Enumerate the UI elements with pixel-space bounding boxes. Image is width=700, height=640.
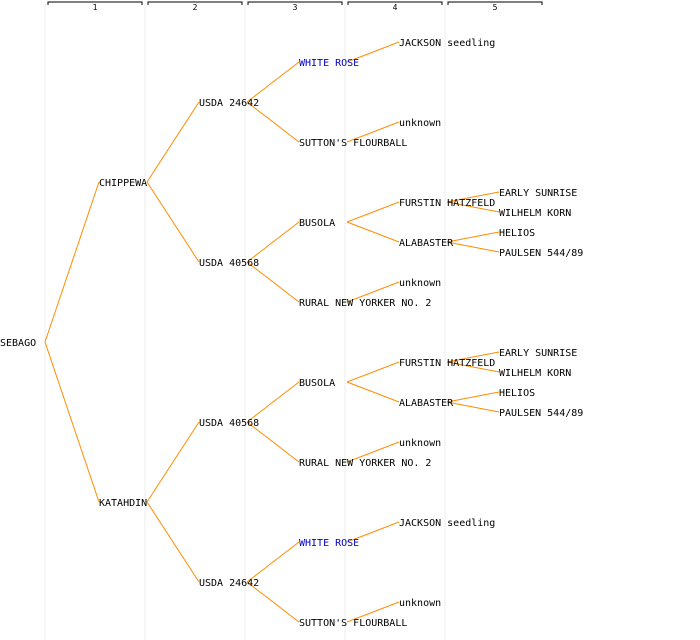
pedigree-node-early_a[interactable]: EARLY SUNRISE	[499, 188, 577, 199]
pedigree-edges	[44, 41, 500, 623]
pedigree-node-helios_a[interactable]: HELIOS	[499, 228, 535, 239]
pedigree-edge	[246, 101, 300, 143]
pedigree-edge	[446, 231, 500, 243]
pedigree-edge	[446, 401, 500, 413]
pedigree-edge	[346, 441, 400, 463]
pedigree-node-katahdin[interactable]: KATAHDIN	[99, 498, 147, 509]
pedigree-edge	[346, 201, 400, 223]
pedigree-node-rny_a[interactable]: RURAL NEW YORKER NO. 2	[299, 298, 431, 309]
pedigree-edge	[446, 361, 500, 373]
pedigree-node-unknown_c[interactable]: unknown	[399, 438, 441, 449]
pedigree-edge	[346, 41, 400, 63]
pedigree-node-alabaster_b[interactable]: ALABASTER	[399, 398, 454, 409]
pedigree-node-usda40568b[interactable]: USDA 40568	[199, 418, 259, 429]
pedigree-node-paulsen_b[interactable]: PAULSEN 544/89	[499, 408, 583, 419]
generation-bracket	[147, 1, 243, 5]
pedigree-node-early_b[interactable]: EARLY SUNRISE	[499, 348, 577, 359]
pedigree-edge	[146, 101, 200, 183]
pedigree-edge	[446, 191, 500, 203]
pedigree-edge	[346, 361, 400, 383]
pedigree-edge	[446, 391, 500, 403]
pedigree-edge	[246, 421, 300, 463]
pedigree-node-rny_b[interactable]: RURAL NEW YORKER NO. 2	[299, 458, 431, 469]
generation-bracket	[247, 1, 343, 5]
pedigree-node-unknown_b[interactable]: unknown	[399, 278, 441, 289]
pedigree-edge	[346, 521, 400, 543]
pedigree-node-usda24642b[interactable]: USDA 24642	[199, 578, 259, 589]
generation-bracket	[347, 1, 443, 5]
generation-number: 2	[193, 3, 198, 12]
pedigree-edge	[346, 221, 400, 243]
pedigree-node-helios_b[interactable]: HELIOS	[499, 388, 535, 399]
pedigree-edge	[446, 241, 500, 253]
pedigree-edge	[146, 501, 200, 583]
generation-header: 1 2 3 4 5	[47, 1, 543, 12]
pedigree-edge	[246, 61, 300, 103]
pedigree-node-furstin_a[interactable]: FURSTIN HATZFELD	[399, 198, 495, 209]
generation-number: 1	[93, 3, 98, 12]
pedigree-edge	[246, 221, 300, 263]
pedigree-node-wilhelm_a[interactable]: WILHELM KORN	[499, 208, 571, 219]
pedigree-edge	[246, 541, 300, 583]
pedigree-node-usda40568a[interactable]: USDA 40568	[199, 258, 259, 269]
generation-bracket	[447, 1, 543, 5]
pedigree-node-paulsen_a[interactable]: PAULSEN 544/89	[499, 248, 583, 259]
pedigree-edge	[246, 581, 300, 623]
pedigree-node-jackson_a[interactable]: JACKSON seedling	[399, 38, 495, 49]
pedigree-edge	[246, 261, 300, 303]
pedigree-node-wilhelm_b[interactable]: WILHELM KORN	[499, 368, 571, 379]
pedigree-node-suttons_a[interactable]: SUTTON'S FLOURBALL	[299, 138, 407, 149]
generation-number: 5	[493, 3, 498, 12]
pedigree-edge	[446, 351, 500, 363]
pedigree-edge	[146, 421, 200, 503]
pedigree-node-jackson_b[interactable]: JACKSON seedling	[399, 518, 495, 529]
column-separators	[44, 4, 446, 640]
pedigree-edge	[346, 121, 400, 143]
pedigree-node-unknown_d[interactable]: unknown	[399, 598, 441, 609]
pedigree-node-unknown_a[interactable]: unknown	[399, 118, 441, 129]
pedigree-node-whiterose_b[interactable]: WHITE ROSE	[299, 538, 359, 549]
pedigree-node-chippewa[interactable]: CHIPPEWA	[99, 178, 147, 189]
pedigree-node-busola_a[interactable]: BUSOLA	[299, 218, 335, 229]
pedigree-edge	[146, 181, 200, 263]
generation-bracket	[47, 1, 143, 5]
pedigree-node-furstin_b[interactable]: FURSTIN HATZFELD	[399, 358, 495, 369]
generation-number: 3	[293, 3, 298, 12]
pedigree-edge	[346, 281, 400, 303]
generation-number: 4	[393, 3, 398, 12]
pedigree-edge	[346, 601, 400, 623]
pedigree-node-suttons_b[interactable]: SUTTON'S FLOURBALL	[299, 618, 407, 629]
pedigree-node-sebago[interactable]: SEBAGO	[0, 338, 36, 349]
pedigree-edge	[446, 201, 500, 213]
pedigree-edge	[346, 381, 400, 403]
pedigree-node-busola_b[interactable]: BUSOLA	[299, 378, 335, 389]
pedigree-node-whiterose_a[interactable]: WHITE ROSE	[299, 58, 359, 69]
pedigree-edge	[44, 341, 100, 503]
pedigree-edge	[246, 381, 300, 423]
pedigree-edge	[44, 181, 100, 343]
pedigree-node-alabaster_a[interactable]: ALABASTER	[399, 238, 454, 249]
pedigree-node-usda24642a[interactable]: USDA 24642	[199, 98, 259, 109]
